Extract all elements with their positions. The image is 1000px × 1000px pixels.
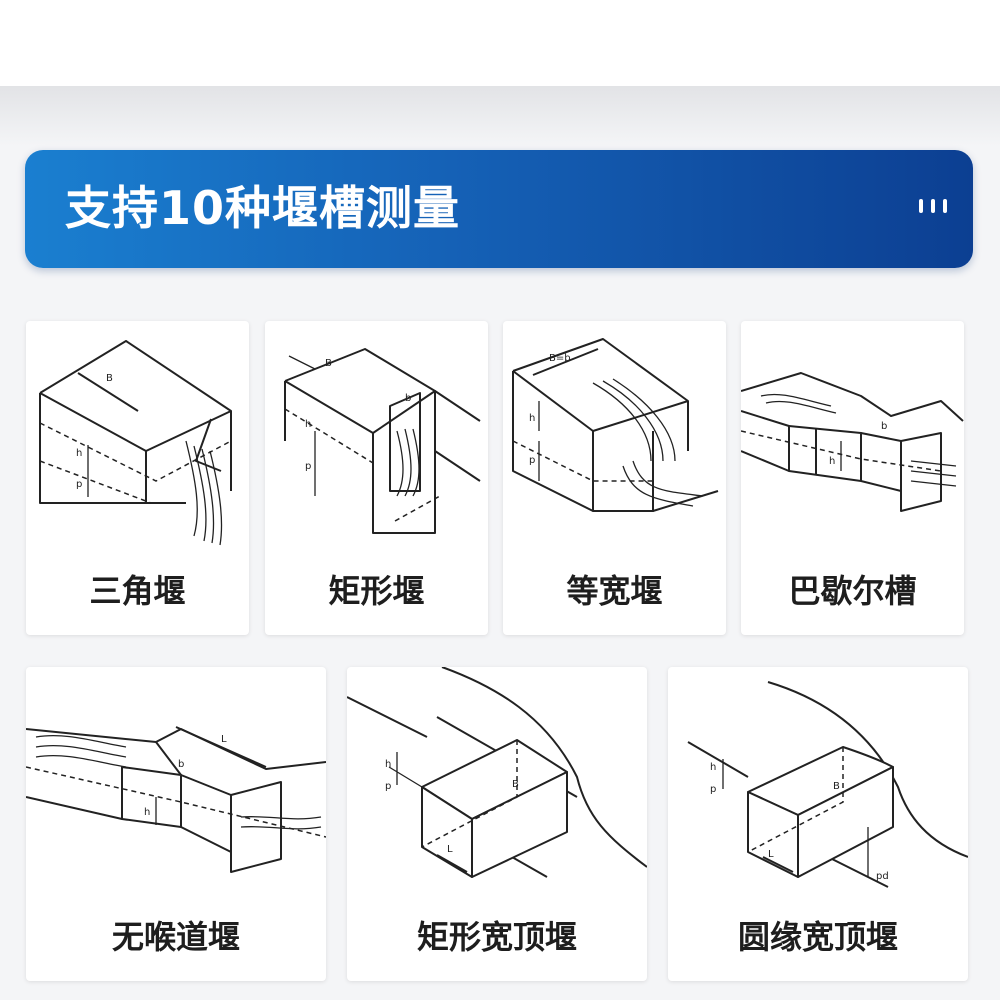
dim-label: B xyxy=(833,781,840,792)
dim-label: B xyxy=(325,358,332,369)
weir-name: 等宽堰 xyxy=(566,572,663,610)
dim-label: h xyxy=(385,759,391,770)
dim-label: B xyxy=(512,779,519,790)
banner-title: 支持10种堰槽测量 xyxy=(65,181,461,235)
weir-name: 巴歇尔槽 xyxy=(788,572,917,610)
dim-label: p xyxy=(385,781,391,792)
dim-label: h xyxy=(305,419,311,430)
weir-card-cutthroat-flume[interactable]: L b h 无喉道堰 xyxy=(26,667,326,981)
weir-card-round-broad-crested[interactable]: h p B L pd 圆缘宽顶堰 xyxy=(668,667,968,981)
more-vertical-dots-icon xyxy=(919,199,947,213)
weir-name: 无喉道堰 xyxy=(111,918,240,956)
dim-label: L xyxy=(447,844,453,855)
weir-card-equal-width[interactable]: B=b h p 等宽堰 xyxy=(503,321,726,635)
weir-name: 矩形堰 xyxy=(328,572,425,610)
dim-label: h xyxy=(76,448,82,459)
dim-label: b xyxy=(178,759,184,770)
dim-label: p xyxy=(76,479,82,490)
dim-label: p xyxy=(529,455,535,466)
dim-label: pd xyxy=(876,871,889,882)
dim-label: B=b xyxy=(549,353,571,364)
rectangular-weir-diagram: B b h p xyxy=(284,348,481,534)
parshall-flume-diagram: b h xyxy=(741,372,964,512)
rect-broad-crested-weir-diagram: h p B L xyxy=(347,667,647,878)
dim-label: L xyxy=(221,734,227,745)
dim-label: h xyxy=(710,762,716,773)
round-broad-crested-weir-diagram: h p B L pd xyxy=(687,681,968,888)
feature-banner: 支持10种堰槽测量 xyxy=(25,150,973,268)
dim-label: h xyxy=(529,413,535,424)
weir-name: 三角堰 xyxy=(89,572,186,610)
equal-width-weir-diagram: B=b h p xyxy=(512,338,719,512)
weir-name: 矩形宽顶堰 xyxy=(416,918,577,956)
top-white-bar xyxy=(0,0,1000,86)
triangular-weir-diagram: B h p xyxy=(39,340,232,546)
dim-label: h xyxy=(829,456,835,467)
weir-card-triangular[interactable]: B h p 三角堰 xyxy=(26,321,249,635)
dim-label: B xyxy=(106,373,113,384)
dim-label: L xyxy=(768,849,774,860)
dim-label: b xyxy=(881,421,887,432)
weir-card-parshall-flume[interactable]: b h 巴歇尔槽 xyxy=(741,321,964,635)
weir-card-rect-broad-crested[interactable]: h p B L 矩形宽顶堰 xyxy=(347,667,647,981)
dim-label: b xyxy=(405,393,411,404)
dim-label: h xyxy=(144,807,150,818)
dim-label: p xyxy=(710,784,716,795)
weir-card-rectangular[interactable]: B b h p 矩形堰 xyxy=(265,321,488,635)
weir-name: 圆缘宽顶堰 xyxy=(737,918,898,956)
dim-label: p xyxy=(305,461,311,472)
top-shadow-band xyxy=(0,86,1000,146)
cutthroat-flume-diagram: L b h xyxy=(26,726,326,873)
